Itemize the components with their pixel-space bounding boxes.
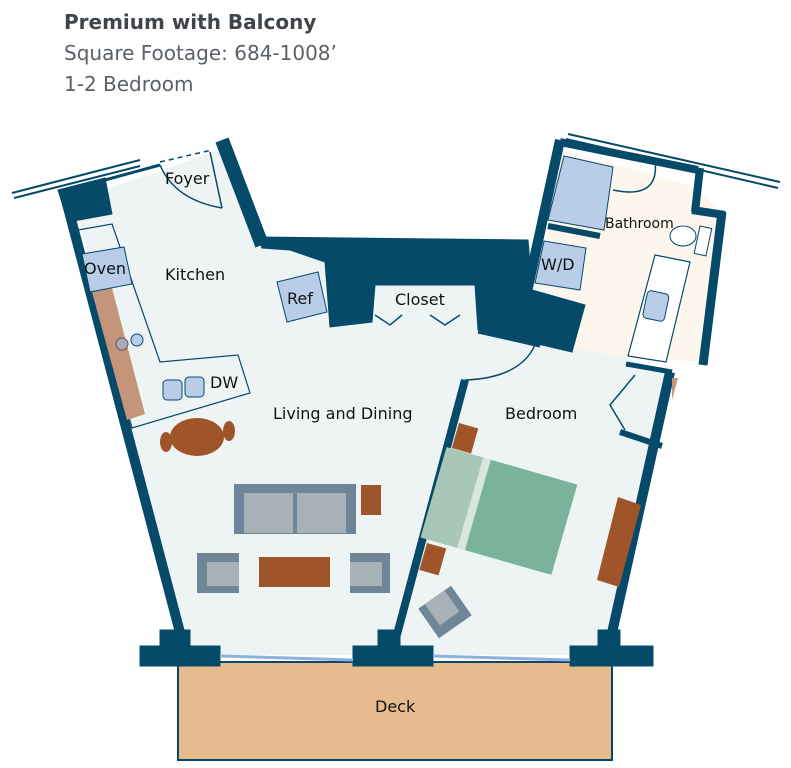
- living-label: Living and Dining: [273, 404, 413, 423]
- washer-dryer: [534, 240, 587, 291]
- toilet: [669, 225, 697, 247]
- nightstand: [451, 423, 479, 454]
- foyer-label: Foyer: [165, 169, 210, 188]
- sink-basin: [162, 379, 183, 401]
- closet-label: Closet: [395, 290, 445, 309]
- dining-chair: [223, 421, 235, 441]
- side-table: [361, 485, 381, 515]
- bathtub: [547, 155, 614, 231]
- nightstand: [419, 543, 447, 576]
- plan-title: Premium with Balcony: [64, 10, 317, 34]
- burner-icon: [130, 333, 144, 347]
- deck: [177, 661, 613, 761]
- deck-label: Deck: [375, 697, 416, 716]
- armchair: [350, 553, 390, 593]
- coffee-table: [259, 557, 330, 587]
- bathroom-label: Bathroom: [605, 216, 674, 232]
- refrigerator: Ref: [276, 271, 328, 323]
- wd-label: W/D: [541, 255, 575, 274]
- burner-icon: [115, 337, 129, 351]
- bedroom-count: 1-2 Bedroom: [64, 72, 194, 96]
- kitchen-island: [92, 288, 145, 420]
- dresser: [597, 497, 641, 587]
- square-footage: Square Footage: 684-1008’: [64, 41, 337, 65]
- sliding-doors: [219, 654, 571, 662]
- bedroom-label: Bedroom: [505, 404, 577, 423]
- toilet-tank: [693, 225, 713, 257]
- kitchen-counter: [77, 223, 251, 429]
- closet-shelf: [672, 378, 678, 400]
- walls: [57, 137, 727, 667]
- dw-label: DW: [210, 373, 238, 392]
- armchair: [197, 553, 239, 593]
- door-swings: [159, 151, 657, 431]
- sofa: [234, 484, 356, 534]
- sink-basin: [184, 376, 205, 398]
- dining-chair: [160, 432, 172, 452]
- windows: [11, 133, 781, 199]
- kitchen-label: Kitchen: [165, 265, 225, 284]
- ref-label: Ref: [287, 289, 313, 308]
- dining-table: [170, 418, 224, 456]
- oven: Oven: [81, 246, 133, 293]
- vanity-sink: [642, 290, 670, 322]
- oven-label: Oven: [84, 259, 126, 278]
- bedroom-armchair: [418, 585, 472, 639]
- bed: [420, 447, 578, 575]
